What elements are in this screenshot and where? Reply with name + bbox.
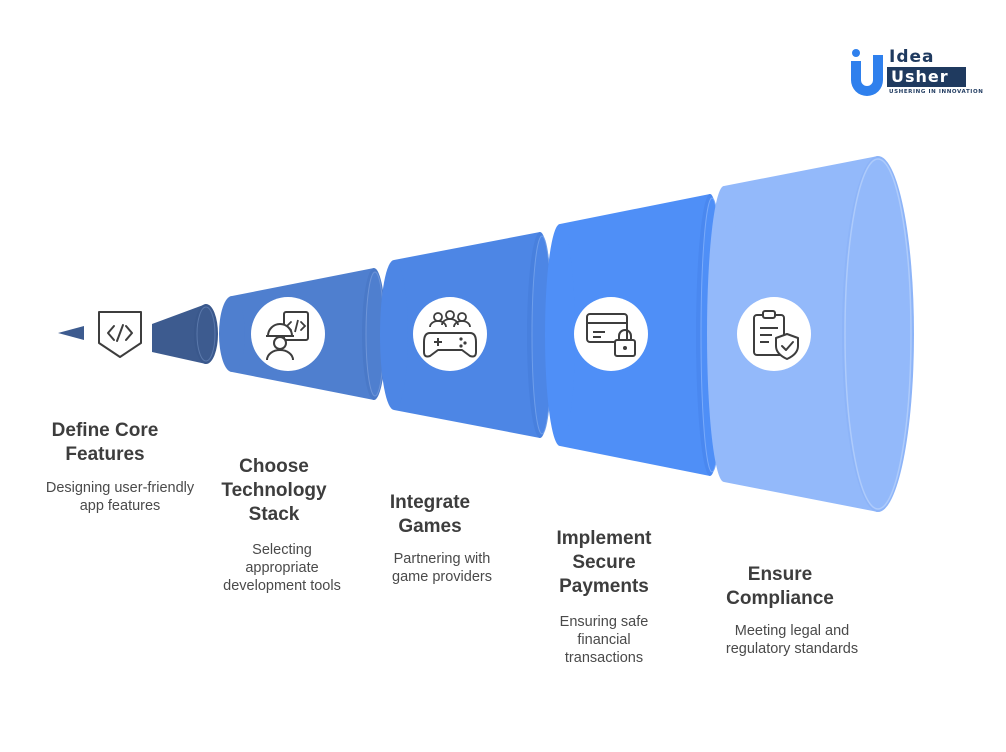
step-2-title: Choose Technology Stack (221, 456, 327, 525)
funnel-segment-1 (152, 304, 218, 364)
step-2-description: Selecting appropriate development tools (223, 542, 341, 594)
clipboard-shield-icon (737, 297, 811, 371)
funnel-tip (58, 326, 84, 340)
card-lock-icon (574, 297, 648, 371)
brand-logo-mark (851, 49, 966, 96)
step-1-title: Define Core Features (51, 420, 159, 465)
step-1-description: Designing user-friendly app features (45, 480, 195, 514)
step-5-title: Ensure Compliance (726, 564, 834, 609)
brand-tagline: USHERING IN INNOVATION (889, 89, 984, 95)
brand-name-line1: Idea (889, 47, 935, 67)
brand-name-line2: Usher (891, 67, 949, 86)
code-shield-icon (98, 311, 142, 358)
funnel-segment-2 (219, 268, 386, 400)
step-4-title: Implement Secure Payments (556, 528, 652, 597)
step-4-description: Ensuring safe financial transactions (559, 614, 649, 666)
gamepad-icon (413, 297, 487, 371)
step-5-description: Meeting legal and regulatory standards (725, 623, 859, 657)
step-3-title: Integrate Games (389, 492, 471, 537)
developer-worker-icon (251, 297, 325, 371)
step-3-description: Partnering with game providers (392, 551, 492, 585)
